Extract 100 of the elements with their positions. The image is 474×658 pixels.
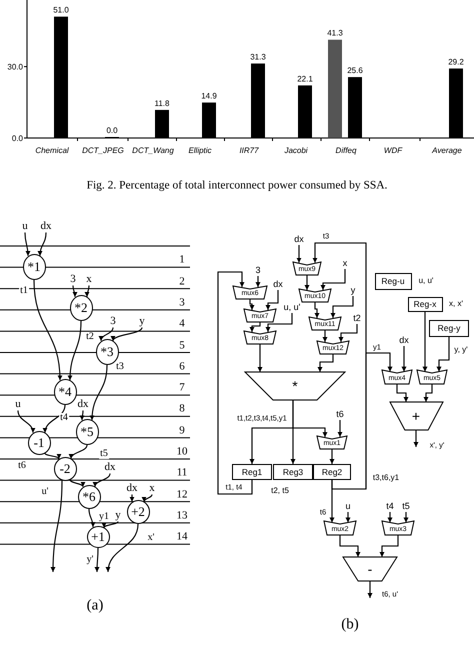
step-number: 4 — [179, 318, 185, 330]
arrow — [17, 410, 35, 433]
input-label: u — [20, 220, 30, 232]
edge-label: t6 — [17, 461, 27, 471]
arrow — [33, 280, 62, 380]
alu-block: + — [390, 402, 442, 430]
arrow — [24, 232, 30, 256]
arrow — [424, 384, 433, 402]
edge-label: y' — [86, 555, 94, 565]
arrow — [331, 352, 392, 490]
arrow — [404, 512, 408, 522]
step-number: 11 — [176, 468, 188, 479]
arrow — [142, 494, 153, 502]
input-label: u, u' — [281, 301, 303, 313]
input-label: t5 — [401, 500, 411, 512]
input-label: dx — [125, 482, 139, 494]
data-label: 22.1 — [297, 74, 313, 84]
step-number: 1 — [179, 254, 185, 266]
axis-tick-label: 30.0 — [7, 62, 23, 72]
register-box: Reg-y — [429, 320, 469, 336]
input-label: 3 — [254, 264, 262, 276]
arrow — [296, 245, 302, 263]
arrow — [250, 322, 261, 332]
arrow — [43, 404, 66, 433]
arrow — [258, 344, 262, 372]
arrow — [436, 336, 450, 372]
arrow — [90, 364, 108, 420]
input-label: u — [344, 500, 352, 512]
category-label: Jacobi — [284, 146, 308, 155]
step-number: 6 — [179, 361, 185, 372]
arrow — [80, 410, 85, 420]
input-label: dx — [103, 460, 117, 474]
step-number: 12 — [176, 489, 188, 500]
step-number: 13 — [176, 510, 188, 522]
arrow — [38, 232, 47, 256]
arrow — [50, 480, 63, 572]
arrow — [266, 313, 293, 332]
edge-label: t1 — [19, 286, 29, 296]
panel-label: (a) — [86, 598, 104, 614]
arrow — [380, 535, 399, 557]
category-label: IIR77 — [239, 146, 259, 155]
operation-node: *2 — [70, 295, 92, 321]
operation-node: *4 — [54, 379, 76, 405]
arrow — [249, 298, 254, 310]
arrow — [68, 320, 82, 380]
edge-label: t3 — [115, 362, 125, 372]
step-number: 8 — [179, 404, 185, 415]
data-label: 31.3 — [250, 52, 266, 62]
arrow — [330, 448, 334, 464]
edge-label: t4 — [59, 413, 69, 423]
category-label: DCT_Wang — [132, 146, 174, 155]
operation-node: +1 — [86, 526, 110, 548]
arrow — [338, 420, 342, 437]
arrow — [330, 296, 354, 318]
register-box: Reg1 — [232, 464, 272, 480]
arrow — [422, 312, 428, 372]
arrow — [368, 581, 372, 598]
register-note: t3,t6,y1 — [372, 474, 400, 482]
arrow — [70, 444, 88, 459]
data-label: 51.0 — [53, 6, 69, 15]
arrow — [72, 285, 78, 297]
operation-node: *3 — [96, 339, 118, 365]
step-number: 10 — [176, 446, 188, 458]
data-label: 25.6 — [347, 66, 363, 76]
category-label: Elliptic — [188, 146, 212, 155]
step-number: 2 — [179, 276, 185, 288]
arrow — [112, 327, 143, 342]
register-note: y, y' — [454, 346, 468, 354]
input-label: t2 — [352, 312, 362, 324]
input-label: y — [114, 508, 122, 522]
edge-label: t2 — [85, 332, 95, 342]
input-label: dx — [292, 233, 306, 245]
step-number: 9 — [179, 425, 185, 436]
operation-node: *5 — [76, 419, 98, 445]
arrow — [346, 512, 350, 522]
arrow — [84, 285, 90, 297]
operation-node: *6 — [78, 485, 100, 509]
input-label: dx — [271, 278, 285, 290]
arrow — [44, 452, 60, 460]
edge-label: x' — [146, 533, 156, 543]
data-label: 41.3 — [327, 28, 343, 38]
arrow — [94, 548, 100, 572]
operation-node: -1 — [28, 431, 50, 455]
edge-label: t5 — [99, 449, 109, 459]
arrow — [388, 512, 392, 522]
register-box: Reg-u — [374, 272, 412, 290]
operation-node: -2 — [54, 457, 76, 481]
input-label: u — [14, 398, 22, 410]
panel-label: (b) — [341, 618, 359, 632]
category-label: WDF — [384, 146, 402, 155]
arrow — [292, 400, 328, 438]
arrow — [304, 274, 310, 290]
step-number: 14 — [176, 532, 188, 543]
input-label: t6 — [335, 408, 345, 420]
input-label: x — [85, 272, 93, 286]
data-label: 0.0 — [106, 126, 118, 135]
step-number: 5 — [179, 340, 185, 351]
alu-block: - — [343, 557, 397, 581]
arrow — [266, 290, 279, 310]
step-number: 3 — [179, 297, 185, 308]
